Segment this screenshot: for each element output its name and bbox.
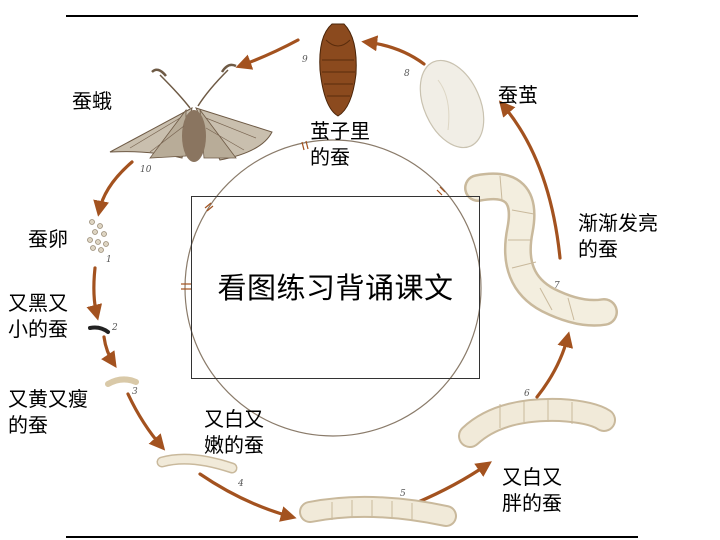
arrow-larva3-to-larva4 [198, 472, 297, 522]
label-cocoon: 蚕茧 [498, 82, 538, 108]
label-larva-yellow-line1: 又黄又瘦 [8, 387, 88, 411]
title-box: 看图练习背诵课文 [191, 196, 480, 379]
arrow-larva6-to-cocoon [498, 100, 562, 260]
arrow-pupa-to-moth [235, 38, 300, 70]
stage-number: 7 [554, 281, 560, 291]
stage-number: 4 [237, 479, 244, 489]
label-egg-text: 蚕卵 [28, 227, 68, 251]
label-larva-bright-line1: 渐渐发亮 [578, 211, 658, 235]
inner-cycle-circle [184, 139, 482, 437]
label-larva-yellow-line2: 的蚕 [8, 413, 48, 437]
label-larva-black-line2: 小的蚕 [8, 317, 68, 341]
arrow-cocoon-to-pupa [361, 35, 426, 66]
moth-illustration [109, 63, 273, 162]
label-pupa: 茧子里 的蚕 [310, 118, 370, 170]
cycle-arrows [86, 35, 574, 522]
stage-number: 3 [132, 387, 138, 397]
arrow-larva5-to-larva6 [535, 331, 574, 399]
label-larva-yellow: 又黄又瘦 的蚕 [8, 386, 88, 438]
stage-number: 1 [106, 255, 112, 265]
stage-number: 5 [400, 489, 406, 499]
label-larva-tender-line2: 嫩的蚕 [204, 433, 264, 457]
eggs-illustration [87, 219, 109, 253]
larva-2-illustration [105, 376, 139, 387]
label-larva-fat: 又白又 胖的蚕 [502, 464, 562, 516]
larva-5-illustration [458, 397, 616, 448]
stage-number: 9 [302, 55, 308, 65]
label-pupa-line1: 茧子里 [310, 119, 370, 143]
arrow-egg-to-larva1 [86, 266, 103, 321]
arrow-larva4-to-larva5 [414, 461, 492, 505]
label-larva-bright: 渐渐发亮 的蚕 [578, 210, 658, 262]
label-egg: 蚕卵 [28, 226, 68, 252]
label-larva-tender: 又白又 嫩的蚕 [204, 406, 264, 458]
label-larva-fat-line1: 又白又 [502, 465, 562, 489]
stage-number: 2 [111, 323, 118, 333]
cocoon-illustration [419, 59, 485, 149]
larva-4-illustration [299, 495, 457, 527]
stage-numbers: 1 2 3 4 5 6 7 8 9 10 [106, 55, 560, 499]
label-larva-tender-line1: 又白又 [204, 407, 264, 431]
label-moth: 蚕蛾 [72, 88, 112, 114]
top-rule [66, 15, 638, 17]
larva-1-illustration [88, 325, 110, 334]
label-pupa-line2: 的蚕 [310, 145, 350, 169]
arrow-moth-to-egg [93, 160, 134, 217]
label-larva-fat-line2: 胖的蚕 [502, 491, 562, 515]
arrow-larva2-to-larva3 [126, 392, 166, 451]
label-moth-text: 蚕蛾 [72, 89, 112, 113]
arrow-larva1-to-larva2 [101, 335, 117, 368]
pupa-illustration [319, 23, 357, 117]
label-larva-bright-line2: 的蚕 [578, 237, 618, 261]
label-larva-black-line1: 又黑又 [8, 291, 68, 315]
stage-number: 8 [404, 69, 410, 79]
larva-3-illustration [156, 453, 238, 474]
circle-ticks [181, 140, 446, 290]
stage-number: 10 [140, 165, 152, 175]
label-larva-black: 又黑又 小的蚕 [8, 290, 68, 342]
label-cocoon-text: 蚕茧 [498, 83, 538, 107]
larva-6-illustration [464, 172, 618, 327]
bottom-rule [66, 536, 638, 538]
stage-number: 6 [524, 389, 530, 399]
page-title: 看图练习背诵课文 [217, 271, 454, 305]
